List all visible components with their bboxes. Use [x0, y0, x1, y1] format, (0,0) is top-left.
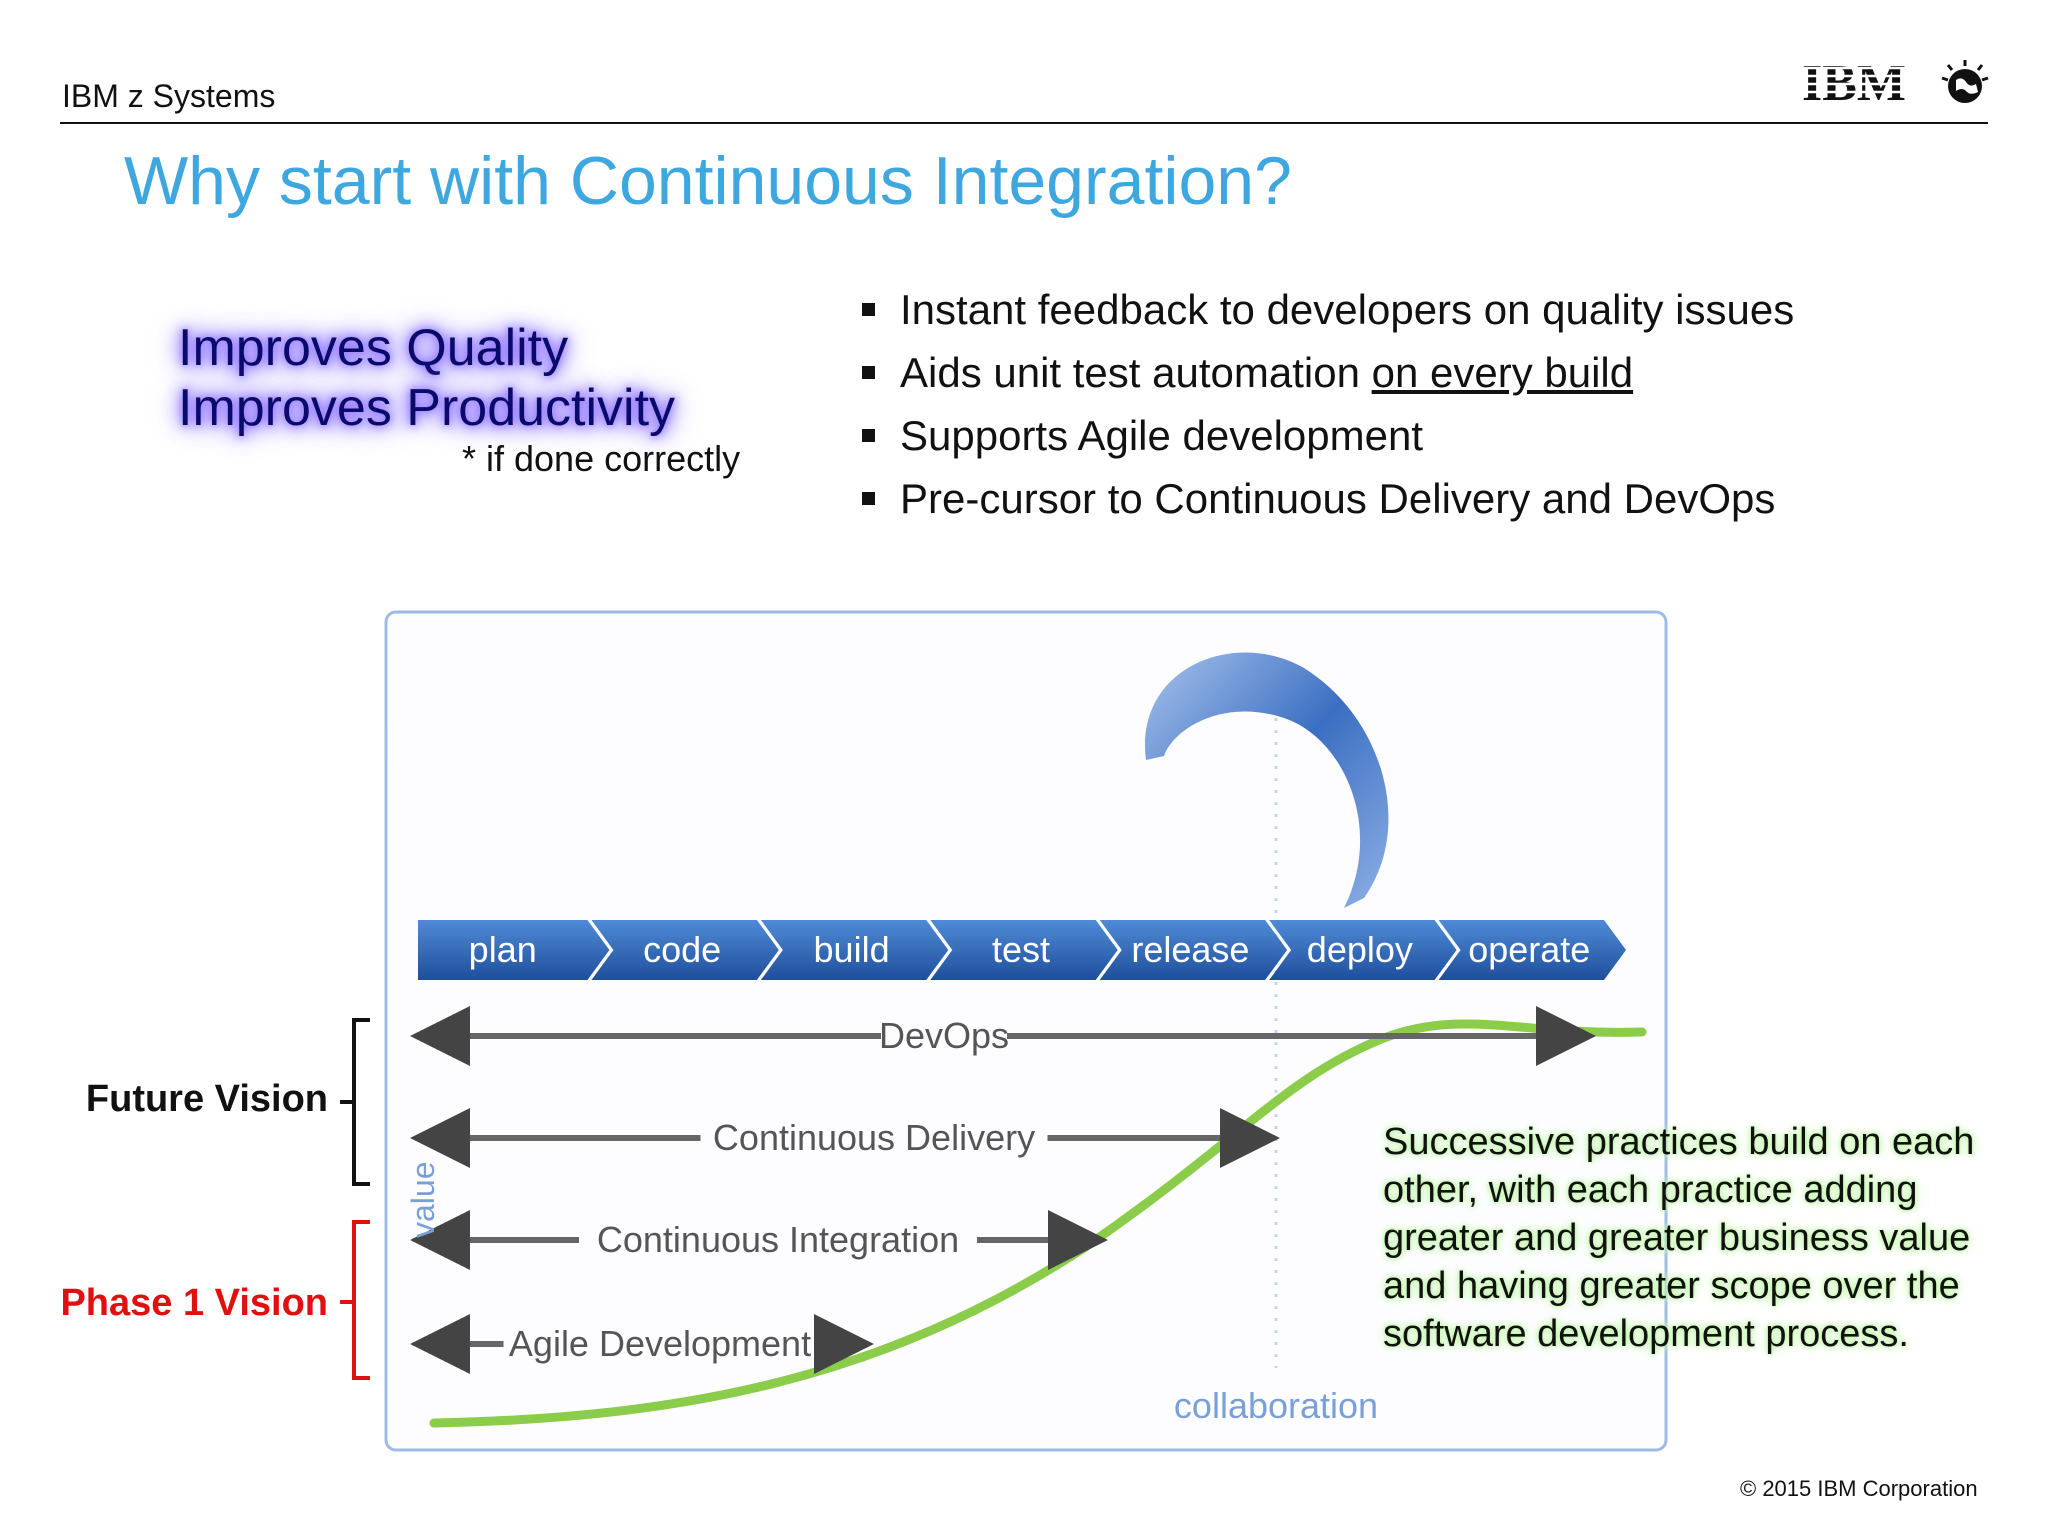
devops-diagram: plan code build test release deploy operate De… [384, 608, 1674, 1454]
bullet-square-icon [862, 366, 875, 379]
ibm-logo: IBM [1802, 54, 1992, 112]
bullet-item: Aids unit test automation on every build [858, 341, 1794, 404]
y-axis-label: value [405, 1162, 441, 1239]
bullet-text: Aids unit test automation [900, 349, 1372, 396]
practice-label: Continuous Delivery [713, 1117, 1035, 1158]
bullet-text: Pre-cursor to Continuous Delivery and De… [900, 475, 1776, 522]
practice-label: Continuous Integration [597, 1219, 959, 1260]
stage-chevron-operate [1438, 920, 1626, 980]
ibm-logo-text: IBM [1802, 55, 1906, 110]
bullet-item: Supports Agile development [858, 404, 1794, 467]
highlight-productivity: Improves Productivity [178, 379, 676, 437]
stage-label-deploy: deploy [1307, 929, 1413, 970]
copyright: © 2015 IBM Corporation [1740, 1476, 1978, 1501]
bullet-underlined-text: on every build [1371, 349, 1634, 396]
bullet-square-icon [862, 429, 875, 442]
practice-label: Agile Development [509, 1323, 811, 1364]
swirl-shape [1145, 652, 1389, 908]
diagram-frame [384, 610, 1668, 1452]
footnote: * if done correctly [462, 438, 741, 479]
slide-title: Why start with Continuous Integration? [124, 143, 1292, 219]
brackets [340, 1018, 370, 1380]
bullet-item: Instant feedback to developers on qualit… [858, 278, 1794, 341]
stage-chevron-test [930, 920, 1118, 980]
phase1-vision-label: Phase 1 Vision [60, 1282, 328, 1324]
globe-icon [1941, 60, 1989, 103]
stage-label-release: release [1131, 929, 1249, 970]
bullet-list: Instant feedback to developers on qualit… [858, 278, 1794, 530]
x-axis-label: collaboration [1174, 1385, 1378, 1426]
stage-label-plan: plan [469, 929, 537, 970]
phase-bracket [340, 1220, 370, 1380]
bullet-square-icon [862, 492, 875, 505]
header-brand: IBM z Systems [62, 78, 276, 114]
stage-label-operate: operate [1468, 929, 1590, 970]
stage-chevron-deploy [1269, 920, 1457, 980]
bullet-text: Instant feedback to developers on qualit… [900, 286, 1795, 333]
practice-label: DevOps [879, 1015, 1009, 1056]
header-divider [60, 122, 1988, 124]
future-vision-label: Future Vision [85, 1078, 328, 1120]
note-text: Successive practices build on each other… [1383, 1121, 1975, 1355]
bullet-text: Supports Agile development [900, 412, 1424, 459]
stage-chevron-release [1099, 920, 1288, 980]
stage-chevron-plan [418, 920, 610, 980]
bullet-item: Pre-cursor to Continuous Delivery and De… [858, 467, 1794, 530]
stage-bar: plan code build test release deploy operate [418, 920, 1626, 980]
bullet-square-icon [862, 303, 875, 316]
stage-label-build: build [814, 929, 890, 970]
stage-label-test: test [992, 929, 1050, 970]
stage-label-code: code [643, 929, 721, 970]
stage-chevron-build [760, 920, 949, 980]
stage-chevron-code [591, 920, 779, 980]
future-bracket [340, 1018, 370, 1186]
highlight-quality: Improves Quality [178, 319, 569, 377]
value-curve [429, 1019, 1647, 1428]
